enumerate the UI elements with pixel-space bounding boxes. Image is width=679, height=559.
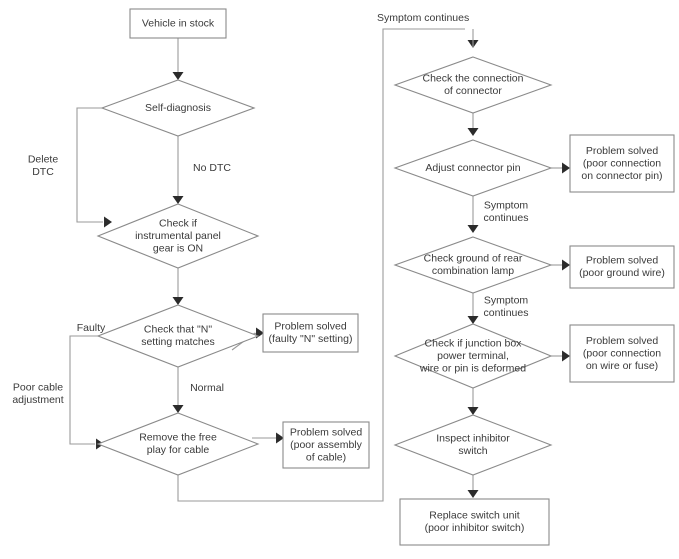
edge-label-lbl-normal: Normal: [190, 382, 224, 394]
node-replace-switch-unit: Replace switch unit(poor inhibitor switc…: [399, 498, 550, 546]
node-label-check-junction-box-power-terminal: Check if junction box: [425, 337, 523, 349]
arrowhead-e-selfdiag-to-check-panel: [172, 196, 184, 204]
edge-label-lbl-no-dtc: No DTC: [193, 162, 231, 174]
arrowhead-e-check-ground-to-problem-ground: [562, 259, 570, 271]
edge-label-lbl-symptom-continues-top: Symptom continues: [377, 12, 469, 24]
node-shape-check-connection-of-connector: [393, 56, 553, 114]
node-label-check-junction-box-power-terminal: wire or pin is deformed: [419, 362, 526, 374]
edge-label-lbl-symptom-continues-1: Symptom: [484, 200, 529, 212]
node-shape-remove-free-play-for-cable: [96, 412, 260, 476]
edge-e-n-setting-faulty-loop: [69, 335, 98, 445]
node-label-check-ground-rear-combination-lamp: combination lamp: [432, 265, 514, 277]
node-label-problem-solved-poor-ground-wire: (poor ground wire): [579, 267, 665, 279]
arrowhead-e-connector-to-adjust-pin: [467, 128, 479, 136]
edge-label-lbl-symptom-continues-1: continues: [484, 212, 529, 224]
edge-label-lbl-poor-cable-adjustment: Poor cable: [13, 382, 63, 394]
node-label-problem-solved-poor-assembly-of-cable: Problem solved: [290, 426, 363, 438]
arrowhead-e-adjust-pin-to-problem-connector: [562, 162, 570, 174]
node-label-replace-switch-unit: Replace switch unit: [429, 510, 520, 522]
arrowhead-e-adjust-pin-to-check-ground: [467, 225, 479, 233]
edge-label-lbl-symptom-continues-2: continues: [484, 307, 529, 319]
edge-label-lbl-poor-cable-adjustment: adjustment: [12, 394, 63, 406]
arrowhead-e-remove-play-to-problem-cable: [276, 432, 284, 444]
node-problem-solved-poor-ground-wire: Problem solved(poor ground wire): [569, 245, 675, 289]
node-label-problem-solved-poor-connection-wire-or-fuse: Problem solved: [586, 335, 659, 347]
node-label-remove-free-play-for-cable: play for cable: [147, 444, 210, 456]
arrowhead-e-junction-box-to-problem-fuse: [562, 350, 570, 362]
arrowhead-e-selfdiag-to-delete-dtc: [104, 216, 112, 228]
node-shape-check-ground-rear-combination-lamp: [393, 236, 553, 294]
node-self-diagnosis: Self-diagnosis: [100, 79, 256, 137]
node-shape-problem-solved-poor-connection-wire-or-fuse: [569, 324, 675, 383]
node-label-problem-solved-poor-connection-connector-pin: (poor connection: [583, 157, 661, 169]
node-shape-inspect-inhibitor-switch: [393, 414, 553, 476]
node-label-check-connection-of-connector: Check the connection: [423, 73, 524, 85]
node-label-problem-solved-poor-connection-connector-pin: Problem solved: [586, 145, 659, 157]
node-label-replace-switch-unit: (poor inhibitor switch): [425, 522, 525, 534]
node-label-problem-solved-faulty-n-setting: Problem solved: [274, 321, 347, 333]
node-label-problem-solved-poor-assembly-of-cable: of cable): [306, 451, 346, 463]
node-shape-check-n-setting-matches: [96, 304, 260, 368]
node-label-check-ground-rear-combination-lamp: Check ground of rear: [424, 253, 523, 265]
arrowhead-e-stock-to-selfdiag: [172, 72, 184, 80]
arrowhead-e-check-ground-to-junction-box: [467, 316, 479, 324]
node-label-inspect-inhibitor-switch: switch: [458, 445, 487, 457]
node-label-check-instrumental-panel-gear: instrumental panel: [135, 230, 221, 242]
node-shape-vehicle-in-stock: [129, 8, 227, 39]
node-shape-check-junction-box-power-terminal: [393, 323, 553, 389]
node-label-self-diagnosis: Self-diagnosis: [145, 102, 211, 114]
node-shape-problem-solved-poor-assembly-of-cable: [282, 421, 370, 469]
node-label-problem-solved-poor-connection-wire-or-fuse: on wire or fuse): [586, 360, 658, 372]
edge-e-selfdiag-to-delete-dtc: [76, 107, 103, 223]
node-shape-problem-solved-faulty-n-setting: [262, 313, 359, 353]
node-shape-self-diagnosis: [100, 79, 256, 137]
node-shape-check-instrumental-panel-gear: [96, 203, 260, 269]
edge-label-lbl-faulty: Faulty: [77, 322, 106, 334]
node-label-problem-solved-faulty-n-setting: (faulty "N" setting): [269, 333, 353, 345]
edge-label-lbl-symptom-continues-2: Symptom: [484, 295, 529, 307]
node-label-check-junction-box-power-terminal: power terminal,: [437, 350, 509, 362]
node-check-n-setting-matches: Check that "N"setting matches: [96, 304, 260, 368]
arrowhead-e-check-panel-to-n-setting: [172, 297, 184, 305]
node-shape-problem-solved-poor-ground-wire: [569, 245, 675, 289]
node-label-problem-solved-poor-connection-wire-or-fuse: (poor connection: [583, 347, 661, 359]
edges-layer: [69, 28, 570, 502]
node-label-inspect-inhibitor-switch: Inspect inhibitor: [436, 433, 510, 445]
node-label-adjust-connector-pin: Adjust connector pin: [425, 162, 520, 174]
node-label-check-n-setting-matches: Check that "N": [144, 324, 212, 336]
node-label-check-instrumental-panel-gear: Check if: [159, 217, 197, 229]
arrowhead-e-n-setting-to-remove-play: [172, 405, 184, 413]
arrowhead-e-inspect-switch-to-replace-unit: [467, 490, 479, 498]
node-problem-solved-faulty-n-setting: Problem solved(faulty "N" setting): [262, 313, 359, 353]
node-shape-problem-solved-poor-connection-connector-pin: [569, 134, 675, 193]
edge-label-lbl-delete-dtc: DTC: [32, 166, 54, 178]
edge-e-remove-play-bottom-loop: [177, 28, 465, 502]
node-label-remove-free-play-for-cable: Remove the free: [139, 432, 217, 444]
node-shape-replace-switch-unit: [399, 498, 550, 546]
node-adjust-connector-pin: Adjust connector pin: [393, 139, 553, 197]
edge-label-lbl-delete-dtc: Delete: [28, 154, 59, 166]
arrowhead-e-junction-box-to-inspect-switch: [467, 407, 479, 415]
node-label-check-instrumental-panel-gear: gear is ON: [153, 242, 203, 254]
node-label-check-connection-of-connector: of connector: [444, 85, 502, 97]
node-label-vehicle-in-stock: Vehicle in stock: [142, 17, 215, 29]
node-label-problem-solved-poor-ground-wire: Problem solved: [586, 255, 659, 267]
node-label-check-n-setting-matches: setting matches: [141, 336, 215, 348]
node-label-problem-solved-poor-assembly-of-cable: (poor assembly: [290, 439, 363, 451]
node-vehicle-in-stock: Vehicle in stock: [129, 8, 227, 39]
node-label-problem-solved-poor-connection-connector-pin: on connector pin): [581, 170, 662, 182]
node-shape-adjust-connector-pin: [393, 139, 553, 197]
